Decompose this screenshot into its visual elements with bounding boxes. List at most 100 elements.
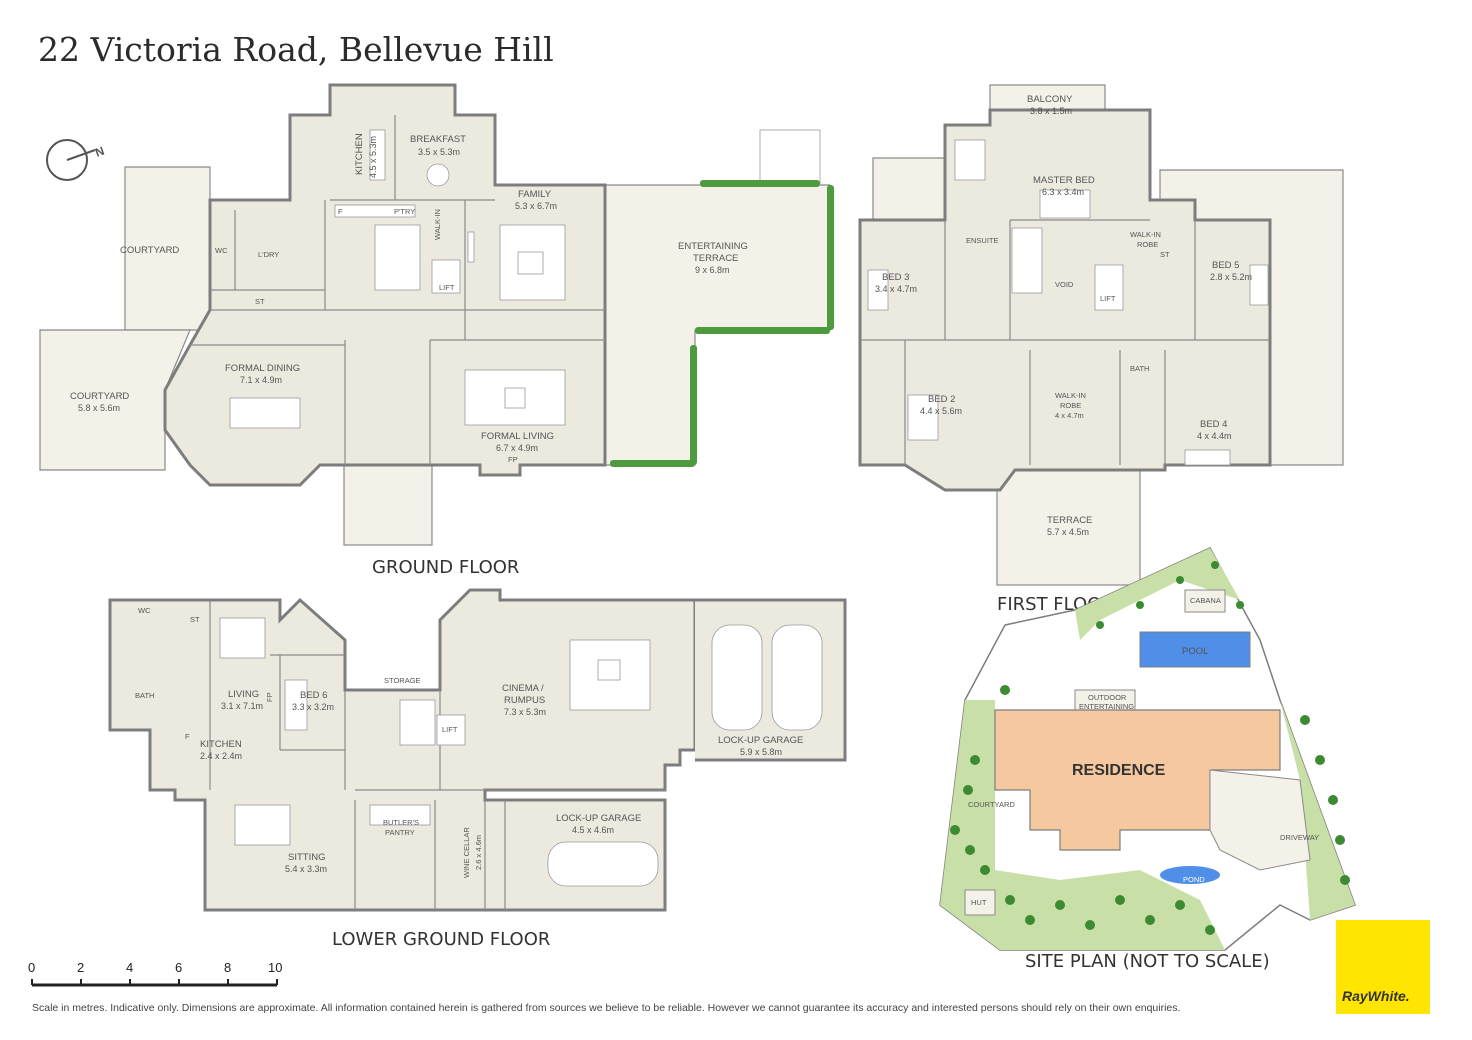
label-ensuite: ENSUITE	[966, 236, 999, 245]
compass-circle	[46, 139, 88, 181]
label-lower-f: F	[185, 732, 190, 741]
label-bath: BATH	[1130, 364, 1149, 373]
dim-dining: 7.1 x 4.9m	[240, 375, 282, 385]
first-left-balcony	[872, 157, 946, 221]
hut	[964, 889, 996, 916]
dim-terrace: 9 x 6.8m	[695, 265, 730, 275]
label-family: FAMILY	[518, 189, 552, 200]
label-first-terrace: TERRACE	[1047, 515, 1092, 526]
label-ground-floor: GROUND FLOOR	[372, 557, 519, 578]
bed5-bed	[1249, 264, 1269, 306]
entertaining-terrace-area	[604, 184, 831, 466]
first-terrace-area	[996, 464, 1141, 586]
ground-floor-plan	[39, 83, 831, 546]
first-floor-plan	[858, 84, 1344, 586]
lower-lift	[436, 714, 466, 746]
dim-first-terrace: 5.7 x 4.5m	[1047, 527, 1089, 537]
label-lower-wc: WC	[138, 606, 151, 615]
compass-label: N	[93, 144, 106, 160]
label-walkin1: WALK-IN	[1130, 230, 1161, 239]
dim-bed6: 3.3 x 3.2m	[292, 702, 334, 712]
ground-lift	[431, 259, 461, 294]
tree	[963, 785, 973, 795]
dim-wine: 2.6 x 4.6m	[474, 835, 483, 870]
tree	[1176, 576, 1184, 584]
tree	[1205, 925, 1215, 935]
dim-kitchen: 4.5 x 5.3m	[368, 136, 378, 178]
tree	[1335, 835, 1345, 845]
disclaimer: Scale in metres. Indicative only. Dimens…	[32, 1002, 1181, 1014]
tree	[1136, 601, 1144, 609]
bed2-bed	[907, 394, 939, 441]
label-lower-living: LIVING	[228, 689, 259, 700]
ground-hedges	[610, 180, 834, 467]
site-trees	[950, 561, 1350, 935]
label-lower-st: ST	[190, 615, 200, 624]
dim-lower-kitchen: 2.4 x 2.4m	[200, 751, 242, 761]
tree	[1115, 895, 1125, 905]
label-site-plan: SITE PLAN (NOT TO SCALE)	[1025, 951, 1270, 972]
dining-table	[229, 397, 301, 429]
label-lower-kitchen: KITCHEN	[200, 739, 242, 750]
label-residence: RESIDENCE	[1072, 762, 1166, 779]
tree	[1340, 875, 1350, 885]
living-table	[504, 387, 526, 409]
tree	[950, 825, 960, 835]
label-master: MASTER BED	[1033, 175, 1095, 186]
terrace-stairs	[759, 129, 821, 186]
dim-cinema: 7.3 x 5.3m	[504, 707, 546, 717]
label-wc: WC	[215, 246, 228, 255]
scale-label: 4	[126, 960, 133, 975]
label-void: VOID	[1055, 280, 1074, 289]
car-3	[547, 841, 659, 887]
hedge	[827, 185, 834, 330]
label-lower-bath: BATH	[135, 691, 154, 700]
label-bed4: BED 4	[1200, 419, 1227, 430]
right-garden	[1280, 700, 1355, 920]
pond	[1160, 866, 1220, 884]
label-hut: HUT	[971, 898, 987, 907]
raywhite-logo: RayWhite.	[1336, 920, 1430, 1014]
dim-bed2: 4.4 x 5.6m	[920, 406, 962, 416]
living-lower-sofa	[219, 617, 266, 659]
lawn	[940, 700, 1225, 950]
first-stairs	[1011, 227, 1043, 294]
label-cinema: CINEMA /	[502, 683, 544, 694]
label-terrace-2: TERRACE	[693, 253, 738, 264]
cabana	[1184, 589, 1226, 613]
hedge	[690, 345, 697, 465]
site-plan	[939, 547, 1356, 951]
dim-lower-living: 3.1 x 7.1m	[221, 701, 263, 711]
fireplace	[467, 231, 475, 263]
label-first-lift: LIFT	[1100, 294, 1116, 303]
dim-living: 6.7 x 4.9m	[496, 443, 538, 453]
brand-name: RayWhite.	[1342, 988, 1410, 1004]
tree	[1300, 715, 1310, 725]
label-bed6: BED 6	[300, 690, 327, 701]
label-walkin: WALK-IN	[433, 209, 442, 240]
hedge	[700, 180, 820, 187]
label-lower-lift: LIFT	[442, 725, 458, 734]
scale-label: 6	[175, 960, 182, 975]
label-driveway: DRIVEWAY	[1280, 833, 1319, 842]
pool	[1139, 631, 1251, 668]
label-ptry: P'TRY	[394, 207, 415, 216]
label-pool: POOL	[1182, 646, 1208, 657]
tree	[1175, 900, 1185, 910]
label-pond: POND	[1183, 875, 1205, 884]
lower-floor-plan	[108, 588, 847, 912]
label-garage2: LOCK-UP GARAGE	[556, 813, 641, 824]
label-outdoor-1: OUTDOOR	[1088, 693, 1127, 702]
label-ldry: L'DRY	[258, 250, 279, 259]
tree	[1000, 685, 1010, 695]
bed4-bed	[1184, 449, 1231, 466]
dim-bed3: 3.4 x 4.7m	[875, 284, 917, 294]
scale-label: 10	[268, 960, 282, 975]
label-wine: WINE CELLAR	[462, 827, 471, 878]
scale-bar: 0 2 4 6 8 10	[28, 960, 282, 987]
label-butlers-2: PANTRY	[385, 828, 415, 837]
bed6-bed	[284, 679, 308, 731]
family-table	[517, 251, 544, 275]
cinema-table	[597, 659, 621, 681]
tree	[980, 865, 990, 875]
